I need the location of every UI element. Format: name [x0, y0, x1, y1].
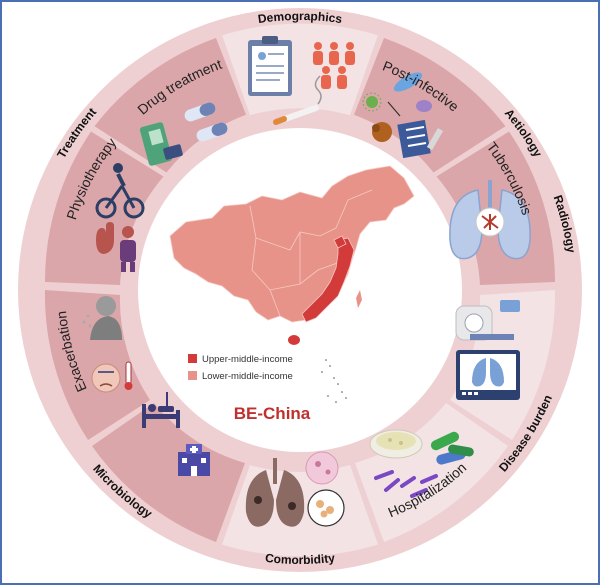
tired-person-icon: [120, 226, 136, 272]
hospital-icon: [178, 444, 210, 476]
map-lower-middle-income: [169, 165, 415, 323]
segment-drug-treatment: [94, 38, 246, 173]
legend-swatch-lower: [188, 371, 197, 380]
map-upper-middle-income-north: [333, 235, 347, 249]
legend: Upper-middle-income Lower-middle-income: [188, 354, 293, 382]
segment-physiotherapy: [44, 131, 164, 285]
legend-swatch-upper: [188, 354, 197, 363]
diagram-title: BE-China: [234, 404, 311, 423]
cigarette-icon: [273, 75, 322, 125]
pathogen-icons: [362, 72, 432, 142]
map-hainan-island: [288, 335, 300, 345]
segment-demographics: [222, 23, 378, 116]
legend-label-lower: Lower-middle-income: [202, 371, 293, 382]
map-upper-middle-income: [301, 237, 355, 323]
monitor-lungs-icon: [456, 350, 520, 400]
lungs-icon: [449, 180, 531, 260]
legend-label-upper: Upper-middle-income: [202, 354, 293, 365]
exercise-bike-icon: [95, 163, 145, 219]
capsules-icon: [184, 102, 228, 142]
ct-scanner-icon: [455, 300, 520, 341]
segment-exacerbation: [44, 290, 150, 440]
stop-hand-icon: [96, 222, 114, 254]
category-comorbidity: Comorbidity: [264, 551, 335, 567]
diseased-lungs-icon: [245, 458, 305, 527]
alveoli-icon: [307, 489, 345, 527]
bacteria-icon: [374, 431, 474, 498]
cell-icon: [305, 451, 339, 485]
fever-face-icon: [91, 361, 133, 393]
map-south-sea-islands: [321, 359, 347, 403]
category-demographics: Demographics: [257, 9, 343, 26]
inhaler-icon: [139, 122, 183, 166]
segment-hospitalization: [92, 403, 245, 542]
petri-dish-icon: [369, 429, 423, 459]
china-map: [169, 165, 415, 403]
report-icon: [397, 119, 444, 159]
coughing-person-icon: [82, 296, 122, 340]
map-taiwan-island: [356, 290, 362, 308]
people-icon: [313, 42, 355, 89]
segment-microbiology: [355, 403, 508, 542]
hospital-bed-icon: [142, 392, 180, 428]
clipboard-icon: [248, 36, 292, 96]
